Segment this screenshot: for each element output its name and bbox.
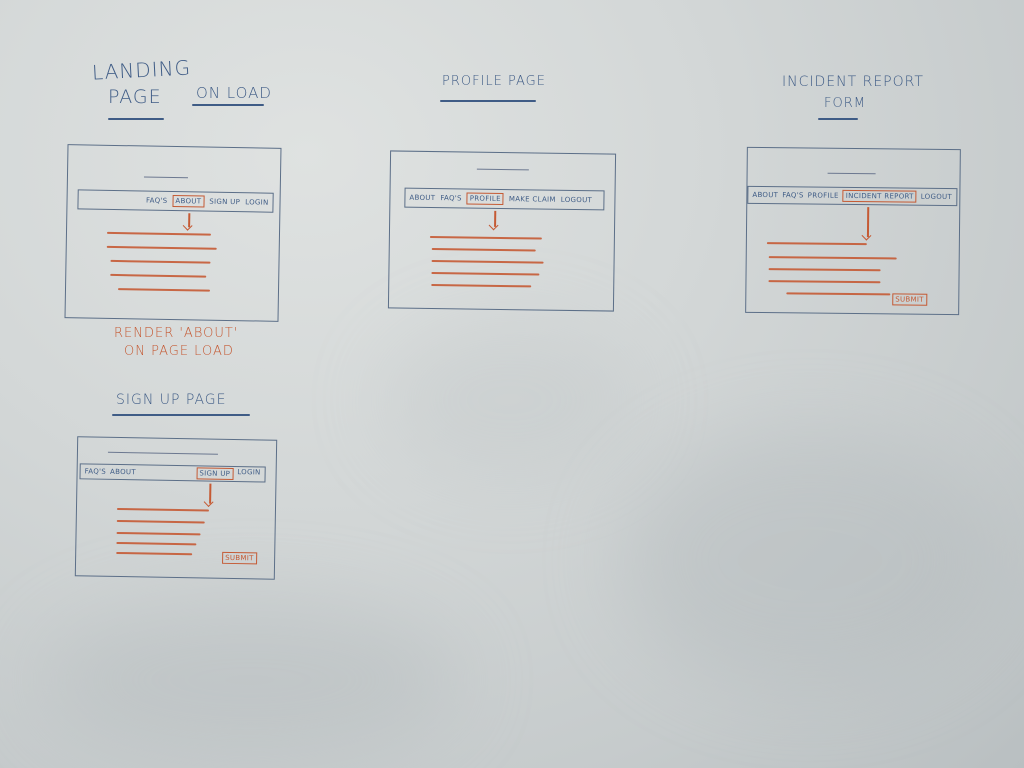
nav-item-about: ABOUT [109, 467, 137, 477]
profile-title: PROFILE PAGE [442, 74, 546, 89]
signup-navbar: FAQ's ABOUT SIGN UP LOGIN [79, 463, 266, 483]
nav-item-login: LOGIN [237, 468, 261, 477]
landing-note-line1: RENDER 'ABOUT' [114, 326, 239, 341]
down-arrow-icon [494, 210, 496, 227]
incident-title-underline [818, 118, 858, 120]
content-scribble [766, 242, 867, 245]
content-scribble [431, 284, 532, 288]
nav-item-login: LOGIN [245, 198, 269, 207]
whiteboard-smudge [620, 430, 1000, 690]
landing-note-line2: ON PAGE LOAD [124, 344, 234, 359]
nav-item-sign-up-active: SIGN UP [196, 467, 234, 480]
nav-item-faqs: FAQ's [440, 194, 462, 203]
content-scribble [116, 531, 201, 536]
signup-wireframe: FAQ's ABOUT SIGN UP LOGIN SUBMIT [74, 436, 278, 580]
nav-item-profile-active: PROFILE [466, 192, 504, 206]
content-scribble [118, 288, 211, 292]
content-scribble [116, 551, 193, 555]
landing-title-line2: PAGE [108, 86, 162, 108]
nav-item-faqs: FAQ's [782, 191, 804, 200]
landing-title-underline [108, 118, 164, 120]
content-scribble [110, 273, 207, 278]
content-scribble [768, 268, 881, 271]
landing-note-underline [192, 104, 264, 106]
nav-item-logout: LOGOUT [920, 192, 953, 202]
landing-wireframe: FAQ's ABOUT SIGN UP LOGIN [64, 144, 282, 322]
down-arrow-icon [209, 483, 212, 504]
nav-item-profile: PROFILE [807, 191, 839, 200]
content-scribble [116, 507, 209, 512]
incident-navbar: ABOUT FAQ's PROFILE INCIDENT REPORT LOGO… [747, 185, 958, 207]
profile-wireframe: ABOUT FAQ's PROFILE MAKE CLAIM LOGOUT [387, 150, 617, 312]
content-scribble [431, 260, 544, 264]
nav-item-about-active: ABOUT [172, 194, 205, 208]
content-scribble [116, 519, 205, 524]
nav-item-make-claim: MAKE CLAIM [508, 195, 556, 204]
nav-left-group: FAQ's ABOUT [85, 467, 136, 476]
logo-placeholder-line [827, 172, 876, 175]
content-scribble [768, 280, 881, 283]
content-scribble [116, 541, 197, 545]
nav-item-sign-up: SIGN UP [209, 197, 241, 207]
nav-item-faqs: FAQ's [145, 196, 168, 205]
signup-submit-button-sketch: SUBMIT [222, 551, 257, 565]
content-scribble [431, 272, 540, 276]
signup-title: SIGN UP PAGE [116, 392, 227, 408]
incident-submit-button-sketch: SUBMIT [892, 293, 927, 306]
content-scribble [106, 245, 217, 250]
landing-navbar: FAQ's ABOUT SIGN UP LOGIN [77, 189, 274, 213]
content-scribble [768, 256, 897, 260]
down-arrow-icon [866, 207, 869, 238]
incident-wireframe: ABOUT FAQ's PROFILE INCIDENT REPORT LOGO… [745, 146, 961, 316]
down-arrow-icon [188, 213, 190, 228]
content-scribble [786, 292, 891, 295]
whiteboard-smudge [380, 320, 640, 480]
logo-placeholder-line [143, 176, 188, 179]
landing-title-note: ON LOAD [196, 84, 272, 102]
incident-title-line2: FORM [824, 96, 866, 111]
content-scribble [429, 235, 542, 240]
nav-item-logout: LOGOUT [560, 195, 593, 205]
profile-title-underline [440, 100, 536, 102]
logo-placeholder-line [107, 451, 218, 455]
content-scribble [110, 259, 211, 264]
landing-title-line1: LANDING [91, 55, 192, 85]
content-scribble [431, 248, 536, 252]
nav-right-group: SIGN UP LOGIN [196, 467, 261, 480]
signup-title-underline [112, 414, 250, 416]
nav-item-incident-report-active: INCIDENT REPORT [842, 189, 917, 203]
logo-placeholder-line [476, 168, 529, 171]
nav-item-faqs: FAQ's [84, 467, 107, 476]
nav-item-about: ABOUT [409, 193, 436, 203]
whiteboard-smudge [40, 600, 460, 760]
content-scribble [106, 231, 211, 236]
incident-title-line1: INCIDENT REPORT [782, 74, 924, 90]
profile-navbar: ABOUT FAQ's PROFILE MAKE CLAIM LOGOUT [404, 187, 605, 211]
nav-item-about: ABOUT [752, 190, 779, 200]
